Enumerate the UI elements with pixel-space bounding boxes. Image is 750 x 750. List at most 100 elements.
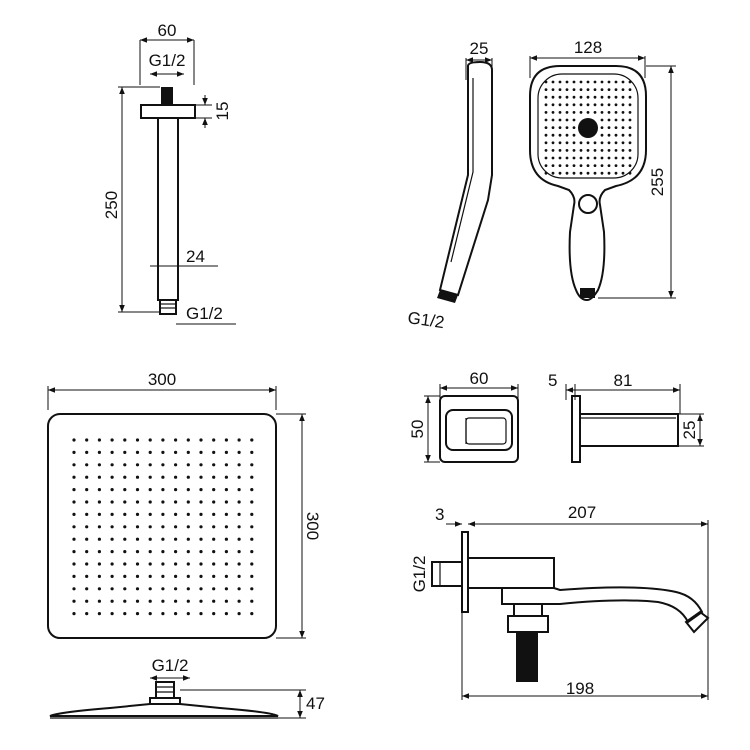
hand-nozzle-dot — [607, 88, 611, 91]
rain-nozzle-dot — [161, 438, 165, 442]
spray-nozzles — [544, 80, 632, 175]
rain-nozzle-dot — [135, 587, 140, 591]
dim-control-width: 60 — [470, 369, 489, 388]
bath-spout-drawing: 3 207 G1/2 198 — [410, 503, 710, 700]
hand-nozzle-dot — [607, 126, 611, 129]
hand-nozzle-dot — [586, 164, 590, 168]
rain-nozzle-dot — [174, 599, 178, 603]
rain-nozzle-dot — [85, 550, 89, 554]
rain-nozzle-dot — [148, 537, 152, 541]
rain-nozzle-dot — [237, 450, 241, 454]
rain-nozzle-dot — [250, 450, 254, 454]
hand-nozzle-dot — [614, 80, 618, 84]
rain-nozzle-dot — [174, 537, 178, 541]
rain-nozzle-dot — [199, 525, 203, 529]
hand-nozzle-dot — [593, 164, 597, 168]
hand-nozzle-dot — [600, 103, 604, 107]
hand-nozzle-dot — [586, 88, 590, 91]
hand-nozzle-dot — [558, 126, 562, 129]
rain-nozzle-dot — [72, 612, 76, 616]
rain-nozzle-dot — [250, 512, 254, 517]
hand-nozzle-dot — [593, 171, 597, 175]
rain-head-drawing: 300 300 G1/2 47 — [47, 370, 325, 719]
rain-nozzle-dot — [97, 438, 101, 442]
hand-nozzle-dot — [579, 141, 583, 145]
dim-projection: 81 — [614, 371, 633, 390]
rain-nozzle-dot — [186, 612, 190, 616]
dim-head-width: 128 — [574, 38, 602, 57]
hand-nozzle-dot — [593, 156, 597, 160]
center-nozzle — [578, 118, 598, 138]
rain-nozzle-dot — [199, 562, 203, 566]
hand-nozzle-dot — [558, 156, 562, 160]
rain-nozzle-dot — [199, 512, 203, 517]
rain-nozzle-dot — [250, 475, 254, 479]
rain-nozzle-dot — [186, 488, 190, 492]
hand-nozzle-dot — [628, 118, 632, 122]
hand-nozzle-dot — [628, 80, 632, 84]
hand-nozzle-dot — [551, 88, 555, 91]
hand-nozzle-dot — [579, 164, 583, 168]
hose-connector-nut — [507, 615, 549, 633]
rain-nozzle-dot — [135, 463, 140, 467]
rain-nozzle-dot — [97, 599, 101, 603]
rain-nozzle-dot — [110, 512, 114, 517]
hand-nozzle-dot — [628, 111, 632, 114]
rain-nozzle-dot — [97, 574, 101, 579]
hand-nozzle-dot — [579, 156, 583, 160]
rain-nozzle-dot — [199, 612, 203, 616]
rain-nozzle-dot — [135, 450, 140, 454]
rain-nozzle-dot — [161, 574, 165, 579]
rain-nozzle-dot — [212, 525, 216, 529]
rain-nozzle-dot — [72, 525, 76, 529]
rain-nozzle-dot — [97, 550, 101, 554]
hand-nozzle-dot — [614, 141, 618, 145]
control-side-body — [579, 413, 679, 447]
hand-nozzle-dot — [586, 141, 590, 145]
rain-nozzle-dot — [237, 512, 241, 517]
rain-nozzle-dot — [174, 512, 178, 517]
hand-nozzle-dot — [614, 149, 618, 152]
rain-nozzle-dot — [199, 463, 203, 467]
rain-nozzle-dot — [110, 450, 114, 454]
hand-nozzle-dot — [572, 164, 576, 168]
rain-nozzle-dot — [161, 612, 165, 616]
hand-nozzle-dot — [572, 149, 576, 152]
rain-nozzle-dot — [237, 475, 241, 479]
rain-nozzle-dot — [85, 612, 89, 616]
rain-nozzle-dot — [85, 488, 89, 492]
rain-nozzle-dot — [123, 475, 127, 479]
hand-nozzle-dot — [572, 171, 576, 175]
rain-nozzle-dot — [174, 612, 178, 616]
rain-nozzle-dot — [199, 450, 203, 454]
hand-nozzle-dot — [621, 156, 625, 160]
hand-nozzle-dot — [544, 111, 548, 114]
rain-nozzle-dot — [212, 488, 216, 492]
hand-nozzle-dot — [558, 95, 562, 99]
dim-rain-height: 47 — [306, 694, 325, 713]
rain-nozzle-dot — [174, 463, 178, 467]
dim-hand-thickness: 25 — [470, 39, 489, 58]
hand-nozzle-dot — [558, 171, 562, 175]
hand-nozzle-dot — [579, 111, 583, 114]
rain-nozzle-dot — [148, 450, 152, 454]
hand-nozzle-dot — [600, 133, 604, 137]
rain-nozzle-dot — [72, 463, 76, 467]
rain-nozzle-dot — [97, 612, 101, 616]
hose-thread — [516, 632, 538, 682]
rain-nozzle-dot — [97, 562, 101, 566]
rain-nozzle-dot — [186, 562, 190, 566]
rain-connector — [155, 681, 175, 699]
rain-nozzle-dot — [85, 562, 89, 566]
rain-nozzle-dot — [224, 500, 228, 504]
side-thread-end — [437, 290, 458, 303]
hand-nozzle-dot — [621, 149, 625, 152]
hand-nozzle-dot — [614, 88, 618, 91]
rain-nozzle-dot — [224, 550, 228, 554]
hand-nozzle-dot — [621, 118, 625, 122]
control-side-plate — [571, 395, 581, 463]
hand-nozzle-dot — [565, 95, 569, 99]
hand-nozzle-dot — [600, 118, 604, 122]
rain-nozzle-dot — [224, 438, 228, 442]
hand-nozzle-dot — [628, 103, 632, 107]
